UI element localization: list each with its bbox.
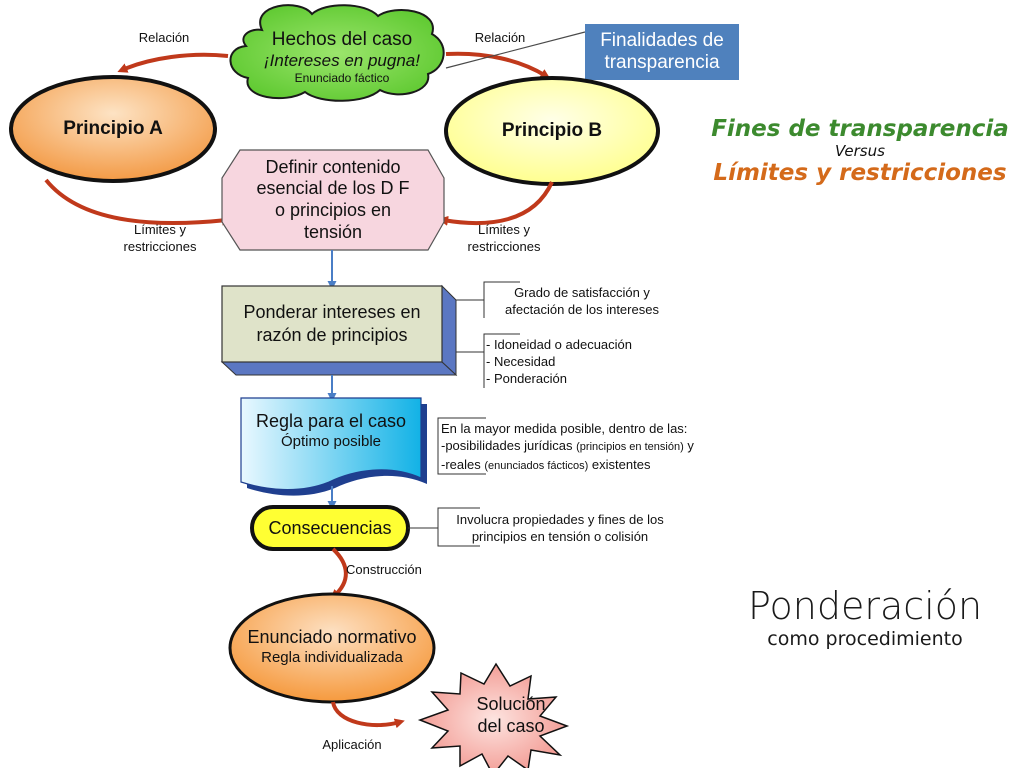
construccion-arrow	[330, 547, 348, 600]
medida-l2-note: (principios en tensión)	[576, 441, 684, 453]
construccion-label: Construcción	[346, 562, 422, 577]
regla-node	[240, 397, 422, 491]
limites-arrow-left	[44, 178, 232, 226]
hechos-cloud	[229, 4, 445, 102]
involucra-l1: Involucra propiedades y fines de los	[456, 512, 664, 527]
definir-node	[221, 149, 445, 251]
hechos-note: Enunciado fáctico	[294, 71, 390, 85]
definir-l3: o principios en	[274, 200, 392, 220]
limites-right-l1: Límites y	[477, 222, 530, 237]
regla-title: Regla para el caso	[255, 411, 407, 432]
medida-l3-end: existentes	[588, 457, 651, 472]
enunciado-title: Enunciado normativo	[247, 627, 417, 648]
finalidades-connector	[445, 31, 586, 69]
solucion-l2: del caso	[477, 716, 545, 736]
enunciado-subtitle: Regla individualizada	[261, 648, 403, 666]
regla-subtitle: Óptimo posible	[280, 432, 382, 450]
aplicacion-arrow	[331, 701, 405, 729]
involucra-l2: principios en tensión o colisión	[471, 529, 649, 544]
limites-right-l2: restricciones	[467, 239, 541, 254]
involucra-annotation: Involucra propiedades y fines de los pri…	[440, 511, 680, 545]
principio-a-node	[9, 75, 217, 183]
finalidades-line2: transparencia	[604, 52, 720, 73]
ponderar-box-side	[441, 284, 457, 377]
ponderar-l2: razón de principios	[256, 325, 408, 345]
limites-left-label: Límites y restricciones	[108, 221, 212, 255]
fines-line1: Fines de transparencia	[711, 116, 1009, 142]
principio-a-label: Principio A	[63, 118, 163, 139]
medida-l1: En la mayor medida posible, dentro de la…	[441, 421, 688, 436]
limites-arrow-right	[438, 181, 554, 226]
subprincipio-item: - Necesidad	[486, 354, 556, 369]
fines-line2: Límites y restricciones	[713, 160, 1007, 186]
medida-bracket	[437, 417, 486, 475]
medida-l3-note: (enunciados fácticos)	[484, 460, 589, 472]
relacion-right-label: Relación	[474, 30, 526, 45]
definir-l1: Definir contenido	[265, 156, 401, 177]
ponderar-box	[221, 285, 443, 363]
fines-versus: Versus	[835, 142, 885, 160]
limites-left-l1: Límites y	[133, 222, 186, 237]
ponderacion-group: Ponderación como procedimiento	[720, 572, 1010, 662]
subprincipio-item: - Idoneidad o adecuación	[486, 337, 633, 352]
principio-b-label: Principio B	[501, 120, 603, 141]
subprincipios-list: - Idoneidad o adecuación - Necesidad - P…	[486, 336, 686, 387]
fines-group: Fines de transparencia Versus Límites y …	[700, 108, 1020, 194]
finalidades-line1: Finalidades de	[600, 30, 724, 51]
limites-right-label: Límites y restricciones	[452, 221, 556, 255]
grado-annotation: Grado de satisfacción y afectación de lo…	[488, 284, 676, 318]
aplicacion-label: Aplicación	[322, 737, 382, 752]
ponderar-label-group: Ponderar intereses en razón de principio…	[222, 286, 442, 362]
medida-l3-text: -reales	[441, 457, 485, 472]
grado-l2: afectación de los intereses	[505, 302, 659, 317]
relacion-left-label: Relación	[138, 30, 190, 45]
medida-l3: -reales (enunciados fácticos) existentes	[441, 456, 731, 475]
enunciado-label-group: Enunciado normativo Regla individualizad…	[232, 622, 432, 672]
involucra-bracket	[408, 507, 480, 547]
relacion-arrow-left	[117, 52, 229, 73]
grado-l1: Grado de satisfacción y	[514, 285, 650, 300]
hechos-subtitle: ¡Intereses en pugna!	[264, 51, 420, 70]
solucion-l1: Solución	[476, 694, 546, 715]
limites-left-l2: restricciones	[123, 239, 197, 254]
enunciado-node	[228, 592, 436, 704]
relacion-arrow-right	[445, 51, 551, 79]
hechos-title: Hechos del caso	[271, 29, 413, 50]
subprincipio-item: - Ponderación	[486, 371, 567, 386]
grado-bracket	[456, 281, 520, 318]
solucion-label-group: Solución del caso	[452, 690, 570, 742]
ponderacion-title: Ponderación	[747, 584, 983, 628]
definir-l2: esencial de los D F	[256, 178, 410, 199]
medida-l2: -posibilidades jurídicas (principios en …	[441, 437, 731, 456]
solucion-node	[417, 662, 570, 768]
medida-annotation: En la mayor medida posible, dentro de la…	[441, 420, 731, 475]
medida-l2-text: -posibilidades jurídicas	[441, 438, 577, 453]
definir-label-group: Definir contenido esencial de los D F o …	[230, 150, 436, 250]
hechos-label-group: Hechos del caso ¡Intereses en pugna! Enu…	[244, 22, 440, 92]
ponderar-l1: Ponderar intereses en	[243, 301, 421, 322]
ponderacion-subtitle: como procedimiento	[767, 628, 963, 650]
medida-l2-end: y	[683, 438, 694, 453]
ponderar-box-bottom	[220, 361, 458, 376]
regla-label-group: Regla para el caso Óptimo posible	[241, 408, 421, 454]
definir-l4: tensión	[303, 221, 363, 242]
finalidades-label-group: Finalidades de transparencia	[585, 24, 739, 80]
subprincipios-bracket	[456, 333, 520, 388]
finalidades-box	[585, 24, 739, 80]
consecuencias-label: Consecuencias	[268, 517, 392, 538]
